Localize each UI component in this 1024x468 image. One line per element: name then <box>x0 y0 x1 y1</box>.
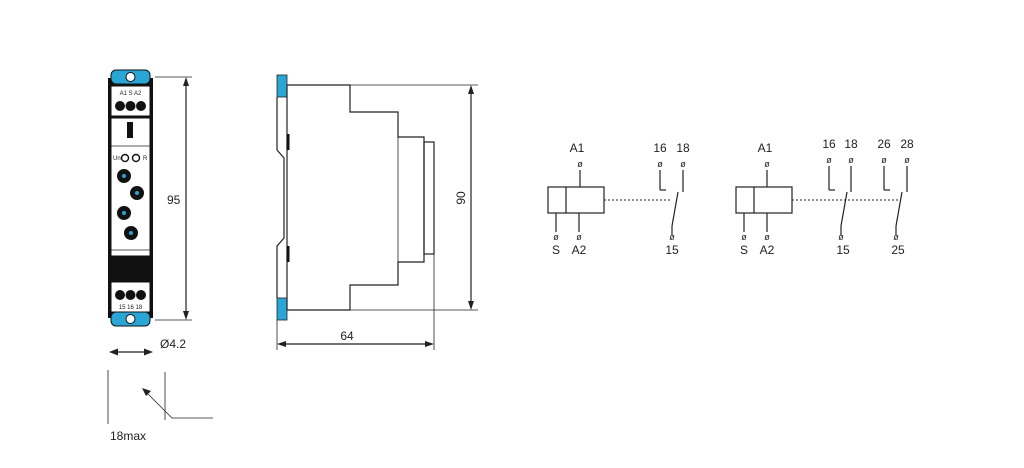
contact-15-label: 15 <box>836 243 850 257</box>
leader-line <box>145 391 173 419</box>
side-body-outline <box>287 84 425 311</box>
arrow-head <box>144 348 153 356</box>
depth-64-label: 64 <box>340 329 354 343</box>
led-un-label: Un <box>113 156 121 162</box>
side-view: 90 64 <box>276 74 478 350</box>
max-width-label: 18max <box>110 429 146 443</box>
led-r-label: R <box>143 156 148 162</box>
s-label: S <box>552 243 560 257</box>
a1-label: A1 <box>570 141 585 155</box>
switch-blade <box>895 191 903 227</box>
contact-15-label: 15 <box>665 243 679 257</box>
coil-box <box>735 186 793 214</box>
terminal-screw <box>115 101 125 111</box>
arrow-head <box>468 85 474 94</box>
panel-slot <box>127 262 133 278</box>
contact-16-label: 16 <box>653 141 667 155</box>
knob-3-indicator <box>122 211 126 215</box>
a2-label: A2 <box>760 243 775 257</box>
terminal-mark: ø <box>764 232 770 242</box>
contact-16-label: 16 <box>822 137 836 151</box>
schematic-single: A1 ø ø ø S A2 16 18 ø ø ø 15 <box>547 141 690 257</box>
arrow-head <box>142 388 151 396</box>
arrow-head <box>468 301 474 310</box>
terminal-mark: ø <box>669 232 675 242</box>
height-95-label: 95 <box>167 193 181 207</box>
switch-blade <box>840 191 848 227</box>
terminal-screw <box>136 101 146 111</box>
terminal-mark: ø <box>848 155 854 165</box>
arrow-head <box>425 341 434 347</box>
a1-label: A1 <box>758 141 773 155</box>
terminal-mark: ø <box>576 232 582 242</box>
terminal-screw <box>136 290 146 300</box>
bottom-latch-hole <box>125 314 136 324</box>
bottom-side-clip <box>276 297 288 321</box>
terminal-mark: ø <box>577 159 583 169</box>
panel-slot <box>127 122 133 138</box>
a2-label: A2 <box>572 243 587 257</box>
contact-18-label: 18 <box>676 141 690 155</box>
led-un-indicator <box>120 153 130 163</box>
terminal-mark: ø <box>680 159 686 169</box>
contact-26-label: 26 <box>877 137 891 151</box>
terminal-screw <box>115 290 125 300</box>
contact-28-label: 28 <box>900 137 914 151</box>
terminal-mark: ø <box>657 159 663 169</box>
top-terminal-labels: A1 S A2 <box>120 91 142 97</box>
s-label: S <box>740 243 748 257</box>
arrow-head <box>183 311 189 320</box>
bottom-terminal-labels: 15 16 18 <box>119 305 143 311</box>
knob-2-indicator <box>135 191 139 195</box>
terminal-screw <box>125 101 136 111</box>
contact-25-label: 25 <box>891 243 905 257</box>
schematic-double: A1 ø ø ø S A2 16 18 ø ø ø 15 26 28 ø ø ø <box>735 137 914 257</box>
arrow-head <box>109 348 118 356</box>
din-rail-profile <box>276 97 285 298</box>
terminal-mark: ø <box>881 155 887 165</box>
top-latch-hole <box>125 72 136 82</box>
terminal-mark: ø <box>893 232 899 242</box>
terminal-mark: ø <box>838 232 844 242</box>
coil-box <box>547 186 605 214</box>
terminal-screw <box>125 290 136 300</box>
front-view: A1 S A2 Un R 15 16 18 95 <box>107 69 213 443</box>
led-r-indicator <box>131 153 141 163</box>
terminal-mark: ø <box>553 232 559 242</box>
terminal-mark: ø <box>741 232 747 242</box>
arrow-head <box>183 77 189 86</box>
switch-blade <box>671 191 679 227</box>
terminal-mark: ø <box>826 155 832 165</box>
terminal-mark: ø <box>904 155 910 165</box>
terminal-mark: ø <box>764 159 770 169</box>
height-90-label: 90 <box>454 191 468 205</box>
front-face <box>423 141 435 255</box>
hole-diameter-label: Ø4.2 <box>160 337 186 351</box>
knob-1-indicator <box>122 174 126 178</box>
top-side-clip <box>276 74 288 98</box>
contact-18-label: 18 <box>844 137 858 151</box>
knob-4-indicator <box>129 231 133 235</box>
arrow-head <box>277 341 286 347</box>
